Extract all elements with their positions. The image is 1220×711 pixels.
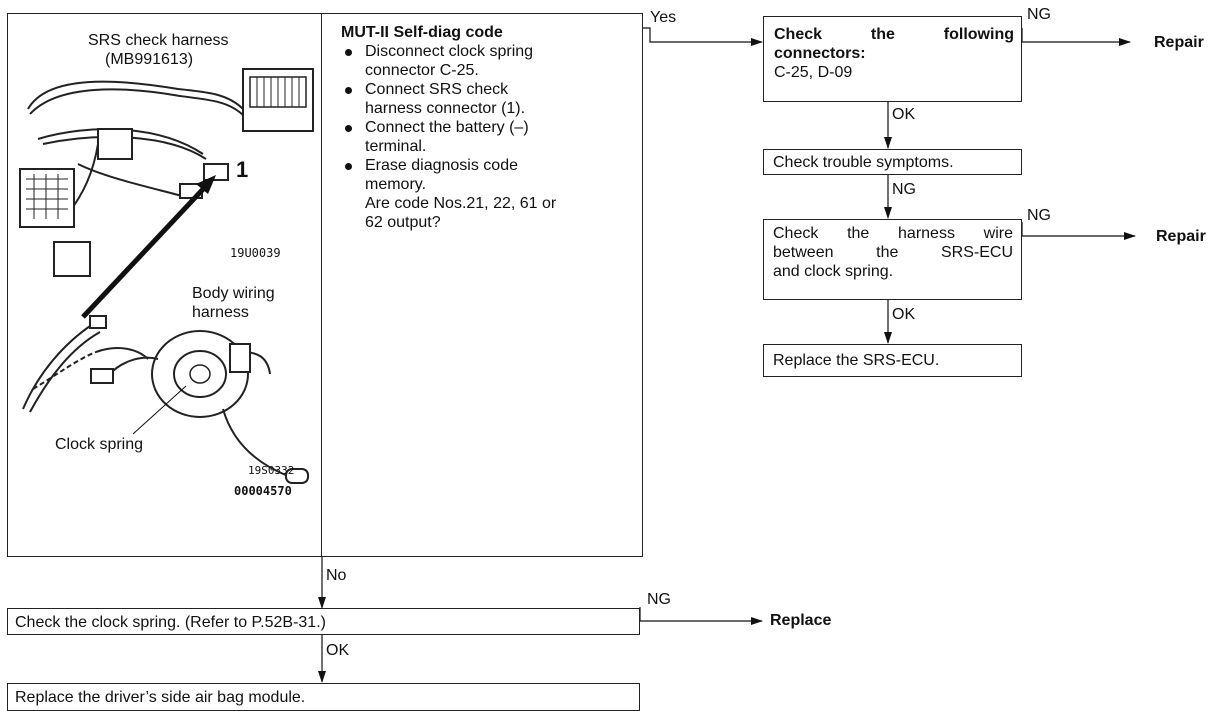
repair-label-1: Repair xyxy=(1154,34,1204,51)
document-code: 00004570 xyxy=(234,484,292,498)
ng-label-1: NG xyxy=(1027,6,1051,23)
ng-label-3: NG xyxy=(1027,207,1051,224)
check-harness-box: Check the harness wire between the SRS-E… xyxy=(763,219,1022,300)
ng-repair-connector-2 xyxy=(1021,222,1136,240)
check-harness-line3: and clock spring. xyxy=(773,263,894,280)
body-wiring-label-line1: Body wiring xyxy=(192,285,275,302)
ok-label-2: OK xyxy=(892,306,916,323)
connector-drawing xyxy=(19,68,314,484)
check-connectors-line1: Check the following xyxy=(774,26,1014,43)
body-wiring-label-line2: harness xyxy=(192,304,249,321)
bullet-icon xyxy=(345,87,352,94)
no-label: No xyxy=(326,567,347,584)
replace-airbag-box: Replace the driver’s side air bag module… xyxy=(7,683,640,711)
harness-label: SRS check harness xyxy=(88,32,229,49)
check-harness-line1: Check the harness wire xyxy=(773,225,1013,242)
replace-ecu-text: Replace the SRS-ECU. xyxy=(773,352,940,369)
repair-label-2: Repair xyxy=(1156,228,1206,245)
check-clock-spring-box: Check the clock spring. (Refer to P.52B-… xyxy=(7,608,640,635)
cell-divider xyxy=(321,13,322,557)
check-trouble-box: Check trouble symptoms. xyxy=(763,149,1022,175)
check-connectors-line2: connectors: xyxy=(774,45,866,62)
step-connect-battery: Connect the battery (–)terminal. xyxy=(341,118,636,156)
check-connectors-line3: C-25, D-09 xyxy=(774,64,853,81)
procedure-cell: MUT-II Self-diag code Disconnect clock s… xyxy=(341,23,636,232)
check-clock-spring-text: Check the clock spring. (Refer to P.52B-… xyxy=(15,614,326,631)
bullet-icon xyxy=(345,163,352,170)
clock-spring-label: Clock spring xyxy=(55,436,144,453)
ok-label-1: OK xyxy=(892,106,916,123)
ng-label-4: NG xyxy=(647,591,671,608)
replace-label: Replace xyxy=(770,612,832,629)
figure-code-bottom: 19S0332 xyxy=(248,464,295,477)
check-trouble-text: Check trouble symptoms. xyxy=(773,154,954,171)
replace-airbag-text: Replace the driver’s side air bag module… xyxy=(15,689,306,706)
ng-label-2: NG xyxy=(892,181,916,198)
bullet-icon xyxy=(345,125,352,132)
ok-label-3: OK xyxy=(326,642,350,659)
ng-repair-connector-1 xyxy=(1021,28,1131,46)
check-connectors-box: Check the following connectors: C-25, D-… xyxy=(763,16,1022,102)
yes-connector xyxy=(643,27,763,46)
harness-illustration: SRS check harness (MB991613) 1 19U0039 B… xyxy=(8,14,320,554)
figure-code-top: 19U0039 xyxy=(230,246,281,260)
bullet-icon xyxy=(345,49,352,56)
callout-number: 1 xyxy=(236,157,249,182)
ng-replace-connector xyxy=(639,607,763,625)
procedure-title: MUT-II Self-diag code xyxy=(341,24,503,41)
replace-ecu-box: Replace the SRS-ECU. xyxy=(763,344,1022,377)
check-harness-line2: between the SRS-ECU xyxy=(773,244,1013,261)
yes-label: Yes xyxy=(650,9,677,26)
harness-part-number: (MB991613) xyxy=(105,51,194,68)
